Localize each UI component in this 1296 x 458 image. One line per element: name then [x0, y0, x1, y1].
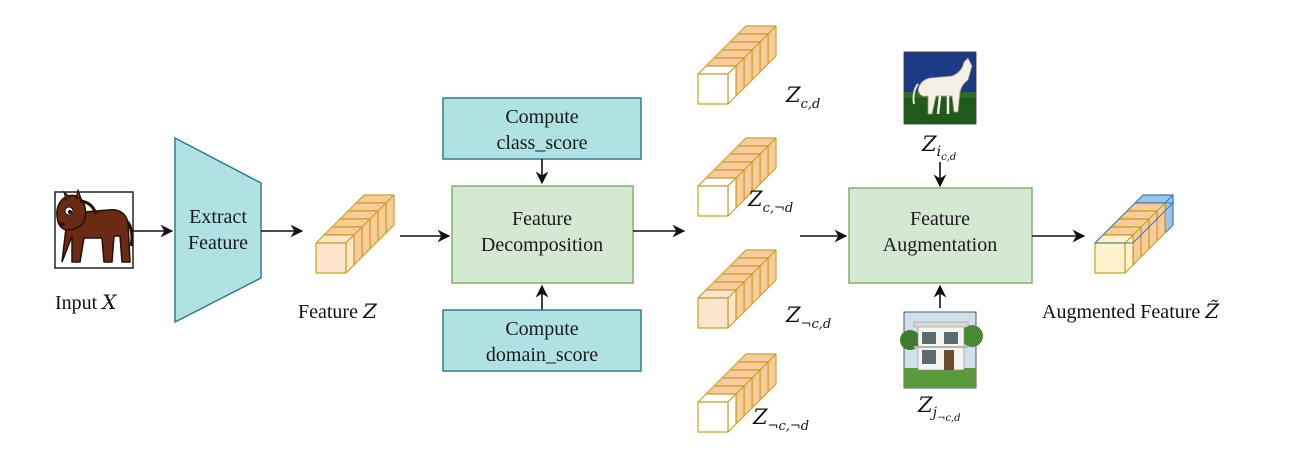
input-label: Input X [55, 290, 117, 314]
component-label-c-d: Zc,d [785, 83, 820, 112]
class-box-line2: class_score [496, 132, 587, 154]
white-horse-photo [903, 51, 977, 125]
component-cube-notc-notd [697, 353, 777, 433]
feature-var: Z [362, 299, 378, 323]
decomp-line1: Feature [512, 208, 572, 230]
input-var: X [100, 290, 117, 314]
feature-z-cube [315, 194, 395, 274]
augment-line1: Feature [910, 208, 970, 230]
class-box-line1: Compute [505, 106, 578, 128]
component-cube-c-d [697, 25, 777, 105]
input-image [54, 188, 134, 269]
component-label-notc-notd: Z¬c,¬d [752, 405, 809, 434]
bottom-image-label: Zj¬c,d [917, 393, 961, 424]
top-image-label: Zic,d [921, 132, 956, 163]
cartoon-horse-icon [56, 188, 134, 263]
extract-line1: Extract [189, 206, 247, 228]
component-label-notc-d: Z¬c,d [785, 303, 831, 332]
augmented-feature-cube [1093, 194, 1175, 274]
output-var: Z̃ [1204, 299, 1220, 323]
augment-line2: Augmentation [883, 234, 997, 256]
domain-score-box: Compute domain_score [442, 309, 642, 372]
feature-label: Feature Z [298, 299, 378, 323]
feature-augmentation-box: Feature Augmentation [848, 187, 1033, 284]
domain-box-line1: Compute [505, 318, 578, 340]
class-score-box: Compute class_score [442, 97, 642, 160]
extract-feature-block: Extract Feature [174, 136, 262, 324]
domain-box-line2: domain_score [486, 344, 598, 366]
output-label: Augmented Feature Z̃ [1042, 299, 1220, 323]
component-cube-notc-d [697, 249, 777, 329]
component-label-c-notd: Zc,¬d [747, 187, 793, 216]
house-photo [900, 311, 983, 389]
feature-decomposition-box: Feature Decomposition [451, 185, 634, 284]
decomp-line2: Decomposition [481, 234, 603, 256]
extract-line2: Feature [188, 232, 248, 254]
component-cube-c-notd [697, 137, 777, 217]
